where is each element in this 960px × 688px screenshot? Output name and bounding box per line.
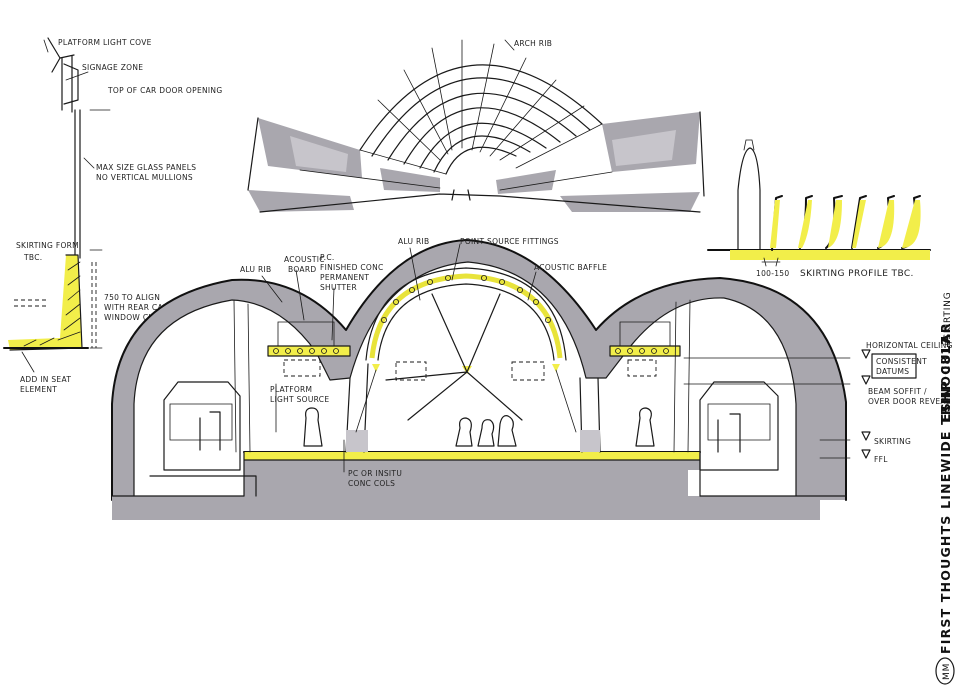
label-skirting-datum: SKIRTING	[874, 437, 911, 446]
label-consistent: CONSISTENT	[876, 357, 927, 366]
label-pc: P.C.	[320, 253, 335, 262]
label-skirting-dim: 100-150	[756, 269, 789, 278]
label-alu-rib: ALU RIB	[398, 237, 429, 246]
label-datums: DATUMS	[876, 367, 909, 376]
label-skirting-form: SKIRTING FORM	[16, 241, 79, 250]
label-pc-2: FINISHED CONC	[320, 263, 384, 272]
label-no-mullions: NO VERTICAL MULLIONS	[96, 173, 193, 182]
label-seat-element: ADD IN SEAT	[20, 375, 71, 384]
label-pc-4: SHUTTER	[320, 283, 357, 292]
label-rear-car: WITH REAR CAR	[104, 303, 168, 312]
label-acoustic-baffle: ACOUSTIC BAFFLE	[534, 263, 607, 272]
label-skirting-tbc: TBC.	[23, 253, 42, 262]
label-align-750: 750 TO ALIGN	[104, 293, 160, 302]
label-signage-zone: SIGNAGE ZONE	[82, 63, 143, 72]
skirting-profile-row	[770, 195, 921, 251]
label-acoustic-board: ACOUSTIC	[284, 255, 325, 264]
title-initials: MM	[942, 663, 952, 680]
label-point-source: POINT SOURCE FITTINGS	[460, 237, 559, 246]
label-platform-light: PLATFORM	[270, 385, 312, 394]
label-platform-light-cove: PLATFORM LIGHT COVE	[58, 38, 152, 47]
label-pc-3: PERMANENT	[320, 273, 369, 282]
label-conc-cols: CONC COLS	[348, 479, 395, 488]
label-beam-soffit: BEAM SOFFIT /	[868, 387, 927, 396]
label-ffl: FFL	[874, 455, 888, 464]
label-skirting-profile: SKIRTING PROFILE TBC.	[800, 269, 914, 279]
label-pc-insitu: PC OR INSITU	[348, 469, 402, 478]
platform-screen-detail: PLATFORM LIGHT COVE SIGNAGE ZONE TOP OF …	[3, 37, 222, 394]
label-arch-rib: ARCH RIB	[514, 39, 552, 48]
title-ref: ESHP 0817	[938, 335, 953, 422]
label-horizontal-ceiling: HORIZONTAL CEILING	[866, 341, 953, 350]
label-door-reveal: OVER DOOR REVEAL	[868, 397, 951, 406]
label-glass-panels: MAX SIZE GLASS PANELS	[96, 163, 196, 172]
label-top-of-door: TOP OF CAR DOOR OPENING	[107, 86, 222, 95]
skirting-profiles: 100-150 SKIRTING PROFILE TBC.	[707, 139, 931, 279]
title-block: MM FIRST THOUGHTS LINEWIDE TRINOCULAR ES…	[935, 292, 955, 685]
label-alu-rib-left: ALU RIB	[240, 265, 271, 274]
label-acoustic-board-2: BOARD	[288, 265, 316, 274]
label-platform-light-2: LIGHT SOURCE	[270, 395, 329, 404]
vault-perspective: ARCH RIB	[247, 39, 705, 213]
title-note: +SKIRTING	[943, 292, 953, 348]
label-seat-element-2: ELEMENT	[20, 385, 57, 394]
trinocular-section: ALU RIB ACOUSTIC BOARD P.C. FINISHED CON…	[111, 237, 953, 520]
initials-circle	[935, 657, 955, 685]
label-window-cill: WINDOW CILL	[104, 313, 160, 322]
title-text: FIRST THOUGHTS LINEWIDE TRINOCULAR	[938, 322, 953, 654]
